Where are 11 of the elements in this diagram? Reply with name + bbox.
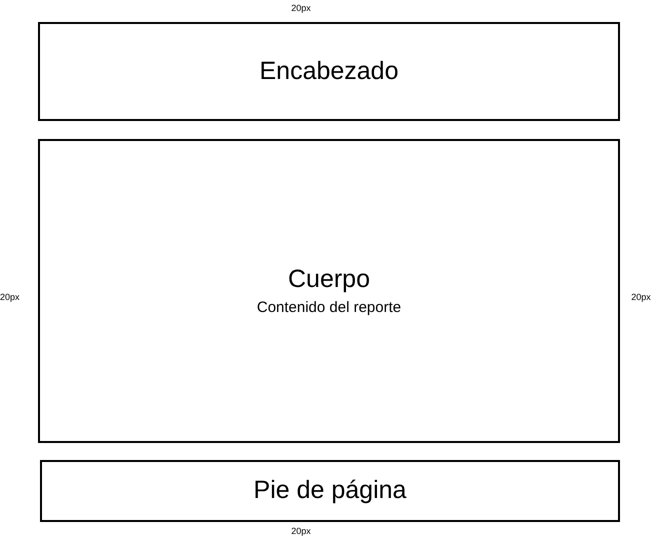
margin-dimension: 20px [630, 293, 652, 302]
layout-section-box [38, 22, 620, 121]
layout-section-box [40, 460, 620, 522]
section-title: Pie de página [254, 475, 406, 506]
section-title: Cuerpo [288, 264, 370, 295]
layout-section-box [38, 139, 620, 443]
section-description: Contenido del reporte [256, 299, 402, 318]
section-title: Encabezado [259, 56, 398, 87]
margin-dimension: 20px [290, 527, 312, 536]
margin-dimension: 20px [290, 4, 312, 13]
margin-dimension: 20px [0, 293, 21, 302]
